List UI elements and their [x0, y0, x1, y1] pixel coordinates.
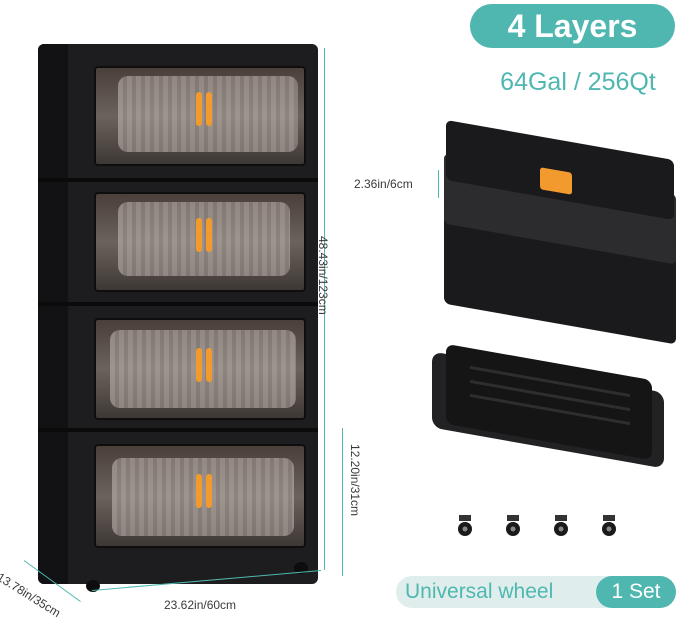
door-handle: [196, 474, 202, 508]
caster-wheel-icon: [506, 515, 520, 536]
height-label: 48.43in/123cm: [316, 236, 330, 315]
caster-wheel-icon: [554, 515, 568, 536]
tier-divider: [38, 302, 318, 306]
door-panel: [110, 330, 296, 408]
tier-divider: [38, 178, 318, 182]
thickness-label: 2.36in/6cm: [354, 177, 413, 191]
door-handle: [196, 348, 202, 382]
wheel-badge-label: Universal wheel: [405, 580, 554, 603]
caster-wheel-icon: [602, 515, 616, 536]
door-handle: [196, 92, 202, 126]
height-dimension-line: [324, 48, 325, 570]
door-panel: [112, 458, 294, 536]
layers-badge: 4 Layers: [470, 4, 675, 48]
thickness-dimension-line: [438, 170, 439, 198]
capacity-text: 64Gal / 256Qt: [500, 68, 656, 96]
door-handle: [206, 92, 212, 126]
tier-divider: [38, 428, 318, 432]
width-label: 23.62in/60cm: [164, 598, 237, 612]
door-panel: [118, 202, 290, 276]
caster-wheel-icon: [458, 515, 472, 536]
cabinet-side-panel: [38, 44, 68, 584]
wheel-badge-count: 1 Set: [596, 576, 676, 608]
tier-height-label: 12.20in/31cm: [348, 444, 362, 517]
door-handle: [206, 348, 212, 382]
tier-height-dimension-line: [342, 428, 343, 576]
door-handle: [196, 218, 202, 252]
door-handle: [206, 218, 212, 252]
door-handle: [206, 474, 212, 508]
